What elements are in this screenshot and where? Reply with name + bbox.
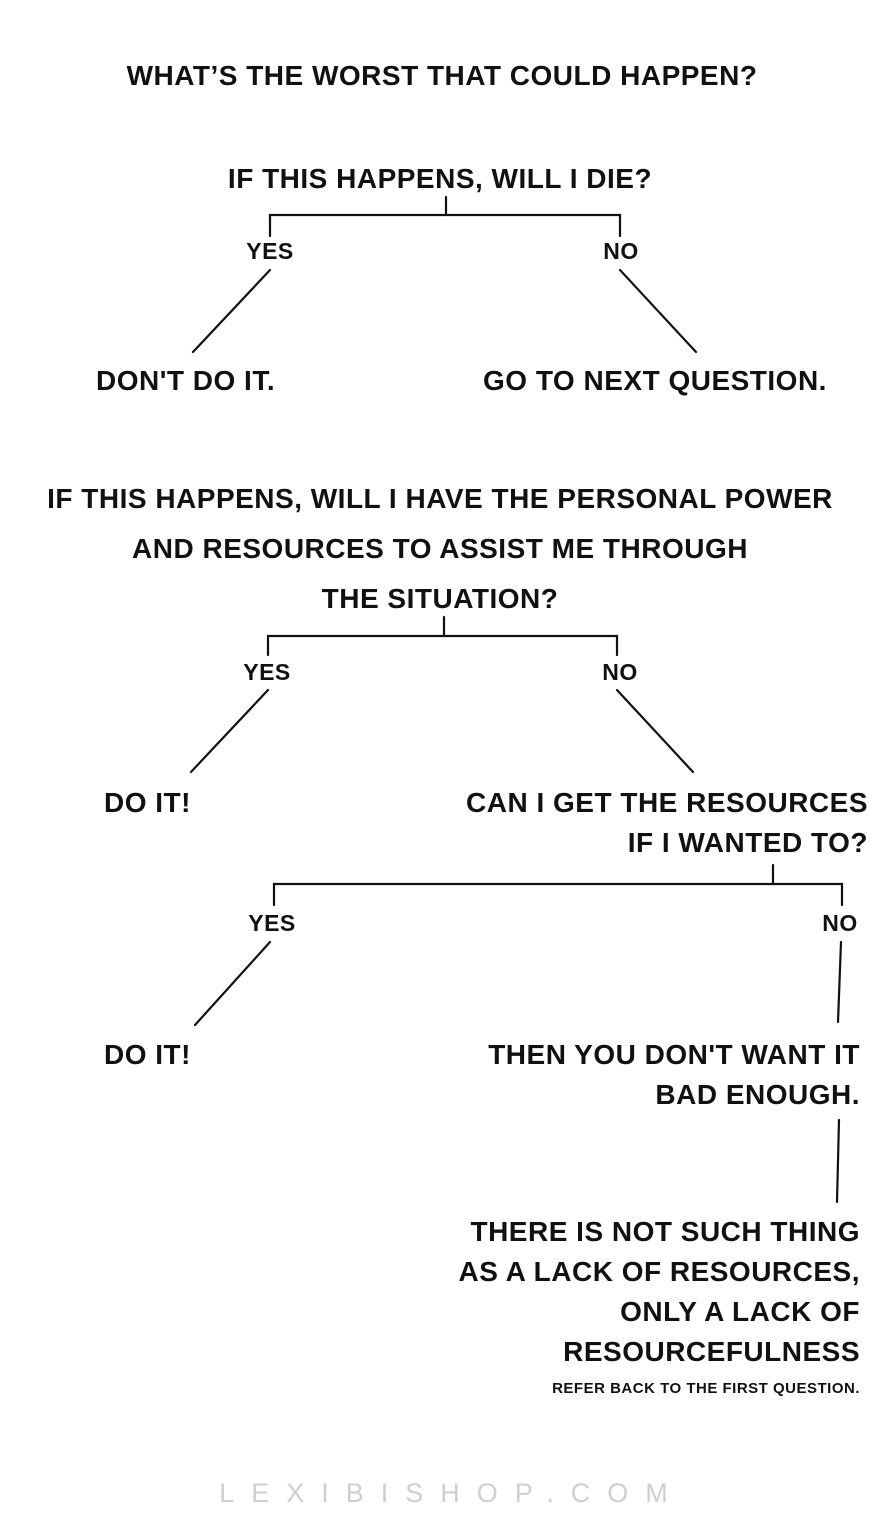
conclusion-line-4: RESOURCEFULNESS [563, 1336, 860, 1367]
q3-no-branch-line [836, 940, 843, 1024]
page-title: WHAT’S THE WORST THAT COULD HAPPEN? [126, 60, 758, 91]
q3-yes-branch-line [193, 940, 272, 1027]
q2-yes-outcome: DO IT! [104, 787, 191, 818]
q1-no-outcome: GO TO NEXT QUESTION. [483, 365, 827, 396]
q1-bracket-line [268, 213, 622, 238]
q2-yes-label: YES [243, 659, 291, 685]
q3-no-outcome-line-2: BAD ENOUGH. [655, 1079, 860, 1110]
q3-no-outcome-line-1: THEN YOU DON'T WANT IT [488, 1039, 860, 1070]
q2-no-outcome-line-2: IF I WANTED TO? [627, 827, 868, 858]
q2-no-branch-line [615, 688, 695, 774]
q2-question-line-1: IF THIS HAPPENS, WILL I HAVE THE PERSONA… [47, 483, 833, 514]
q1-yes-branch-line [191, 268, 272, 354]
q3-yes-outcome: DO IT! [104, 1039, 191, 1070]
q2-yes-branch-line [189, 688, 270, 774]
q2-no-label: NO [602, 659, 638, 685]
footer-watermark: LEXIBISHOP.COM [219, 1478, 685, 1508]
q1-yes-label: YES [246, 238, 294, 264]
q1-no-label: NO [603, 238, 639, 264]
conclusion-branch-line [835, 1118, 841, 1204]
q1-no-branch-line [618, 268, 698, 354]
conclusion-line-3: ONLY A LACK OF [620, 1296, 860, 1327]
conclusion-note: REFER BACK TO THE FIRST QUESTION. [552, 1380, 860, 1397]
q1-yes-outcome: DON'T DO IT. [96, 365, 276, 396]
q1-question: IF THIS HAPPENS, WILL I DIE? [227, 163, 653, 194]
q2-question-line-2: AND RESOURCES TO ASSIST ME THROUGH [132, 533, 748, 564]
q2-no-outcome-line-1: CAN I GET THE RESOURCES [466, 787, 868, 818]
conclusion-line-2: AS A LACK OF RESOURCES, [458, 1256, 860, 1287]
q3-yes-label: YES [248, 910, 296, 936]
q2-bracket-line [266, 634, 619, 657]
q3-bracket-line [272, 882, 844, 907]
q2-question-line-3: THE SITUATION? [321, 583, 559, 614]
conclusion-line-1: THERE IS NOT SUCH THING [470, 1216, 860, 1247]
q3-no-label: NO [822, 910, 858, 936]
